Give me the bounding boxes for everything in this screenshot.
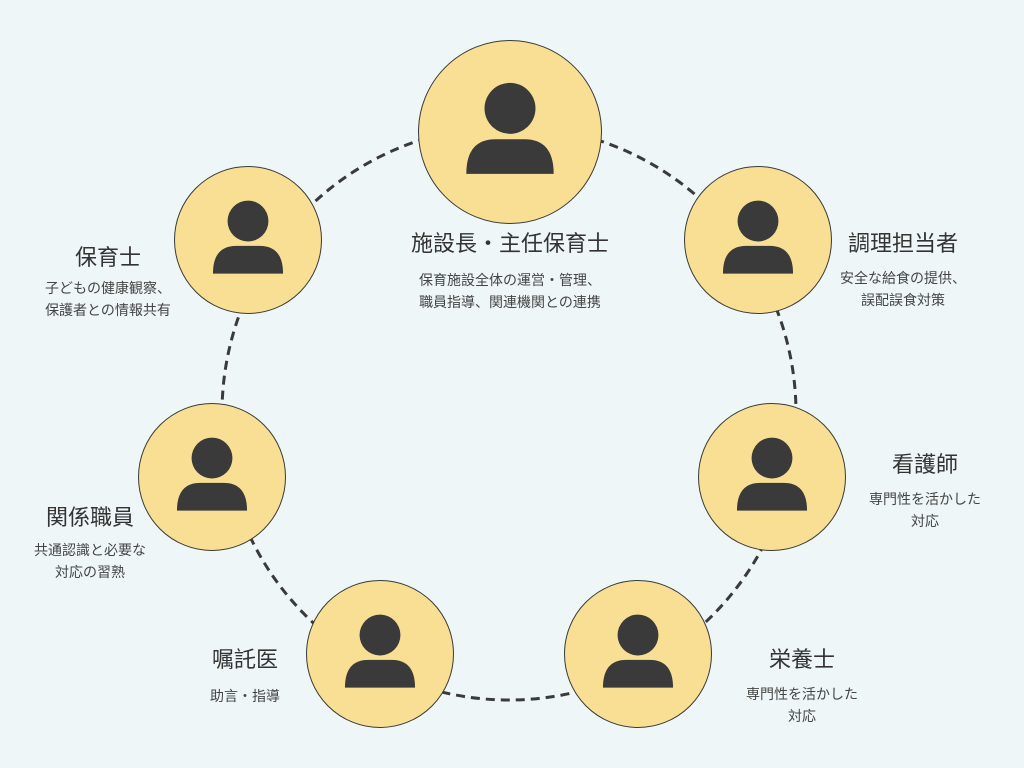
nutritionist-node [564,580,712,728]
doctor-title: 嘱託医 [211,648,278,673]
staff-node [138,403,286,551]
nurse-desc-line1: 専門性を活かした [869,492,981,508]
caregiver-desc-line1: 子どもの健康観察、 [45,281,171,297]
caregiver-label: 保育士 子どもの健康観察、 保護者との情報共有 [18,240,198,322]
doctor-desc-line1: 助言・指導 [210,689,280,705]
director-desc-line2: 職員指導、関連機関との連携 [419,295,601,311]
cook-desc-line1: 安全な給食の提供、 [840,271,966,287]
person-icon [722,200,794,274]
person-icon [602,614,674,688]
nutritionist-label: 栄養士 専門性を活かした 対応 [712,642,892,728]
person-icon [466,82,554,174]
nurse-node [698,403,846,551]
director-node [418,40,602,224]
director-desc-line1: 保育施設全体の運営・管理、 [419,273,601,289]
person-icon [736,437,808,511]
cook-title: 調理担当者 [847,232,958,257]
nutritionist-desc-line1: 専門性を活かした [746,687,858,703]
caregiver-desc-line2: 保護者との情報共有 [45,303,171,319]
staff-desc-line2: 対応の習熟 [55,565,125,581]
nurse-desc-line2: 対応 [911,514,939,530]
director-label: 施設長・主任保育士 保育施設全体の運営・管理、 職員指導、関連機関との連携 [360,226,660,314]
cook-label: 調理担当者 安全な給食の提供、 誤配誤食対策 [818,226,988,312]
caregiver-node [174,166,322,314]
cook-node [684,166,832,314]
nutritionist-title: 栄養士 [768,648,835,673]
director-title: 施設長・主任保育士 [410,232,609,257]
person-icon [212,200,284,274]
cook-desc-line2: 誤配誤食対策 [861,293,945,309]
nutritionist-desc-line2: 対応 [788,709,816,725]
caregiver-title: 保育士 [74,246,141,271]
staff-label: 関係職員 共通認識と必要な 対応の習熟 [5,500,175,584]
person-icon [344,614,416,688]
doctor-label: 嘱託医 助言・指導 [170,642,320,708]
person-icon [176,437,248,511]
nurse-title: 看護師 [891,453,958,478]
staff-title: 関係職員 [45,506,134,531]
staff-desc-line1: 共通認識と必要な [34,543,146,559]
doctor-node [306,580,454,728]
nurse-label: 看護師 専門性を活かした 対応 [845,447,1005,533]
